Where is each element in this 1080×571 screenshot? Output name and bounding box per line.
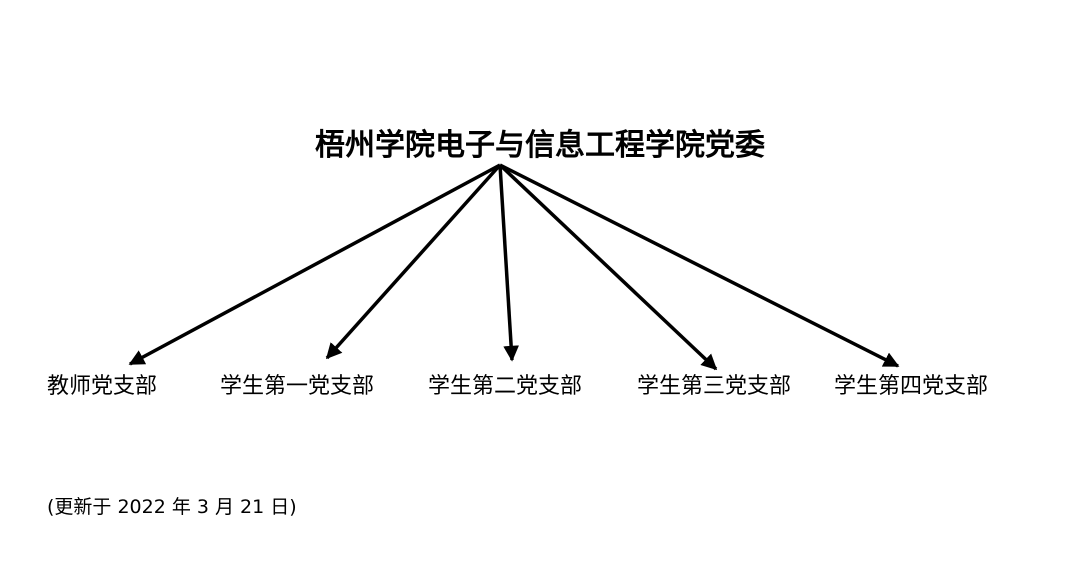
root-node-party-committee: 梧州学院电子与信息工程学院党委 [315, 128, 765, 163]
arrow-to-branch-student-3 [498, 163, 718, 371]
arrow-to-branch-student-1 [325, 163, 502, 360]
arrow-to-branch-teachers [128, 163, 501, 366]
branch-node-student-4: 学生第四党支部 [834, 374, 989, 399]
arrow-to-branch-student-2 [498, 164, 519, 362]
branch-node-student-1: 学生第一党支部 [220, 374, 375, 399]
update-date-note: (更新于 2022 年 3 月 21 日) [47, 496, 297, 518]
branch-node-teachers: 教师党支部 [47, 374, 158, 399]
branch-node-student-3: 学生第三党支部 [637, 374, 792, 399]
branch-node-student-2: 学生第二党支部 [428, 374, 583, 399]
arrow-to-branch-student-4 [499, 163, 900, 368]
